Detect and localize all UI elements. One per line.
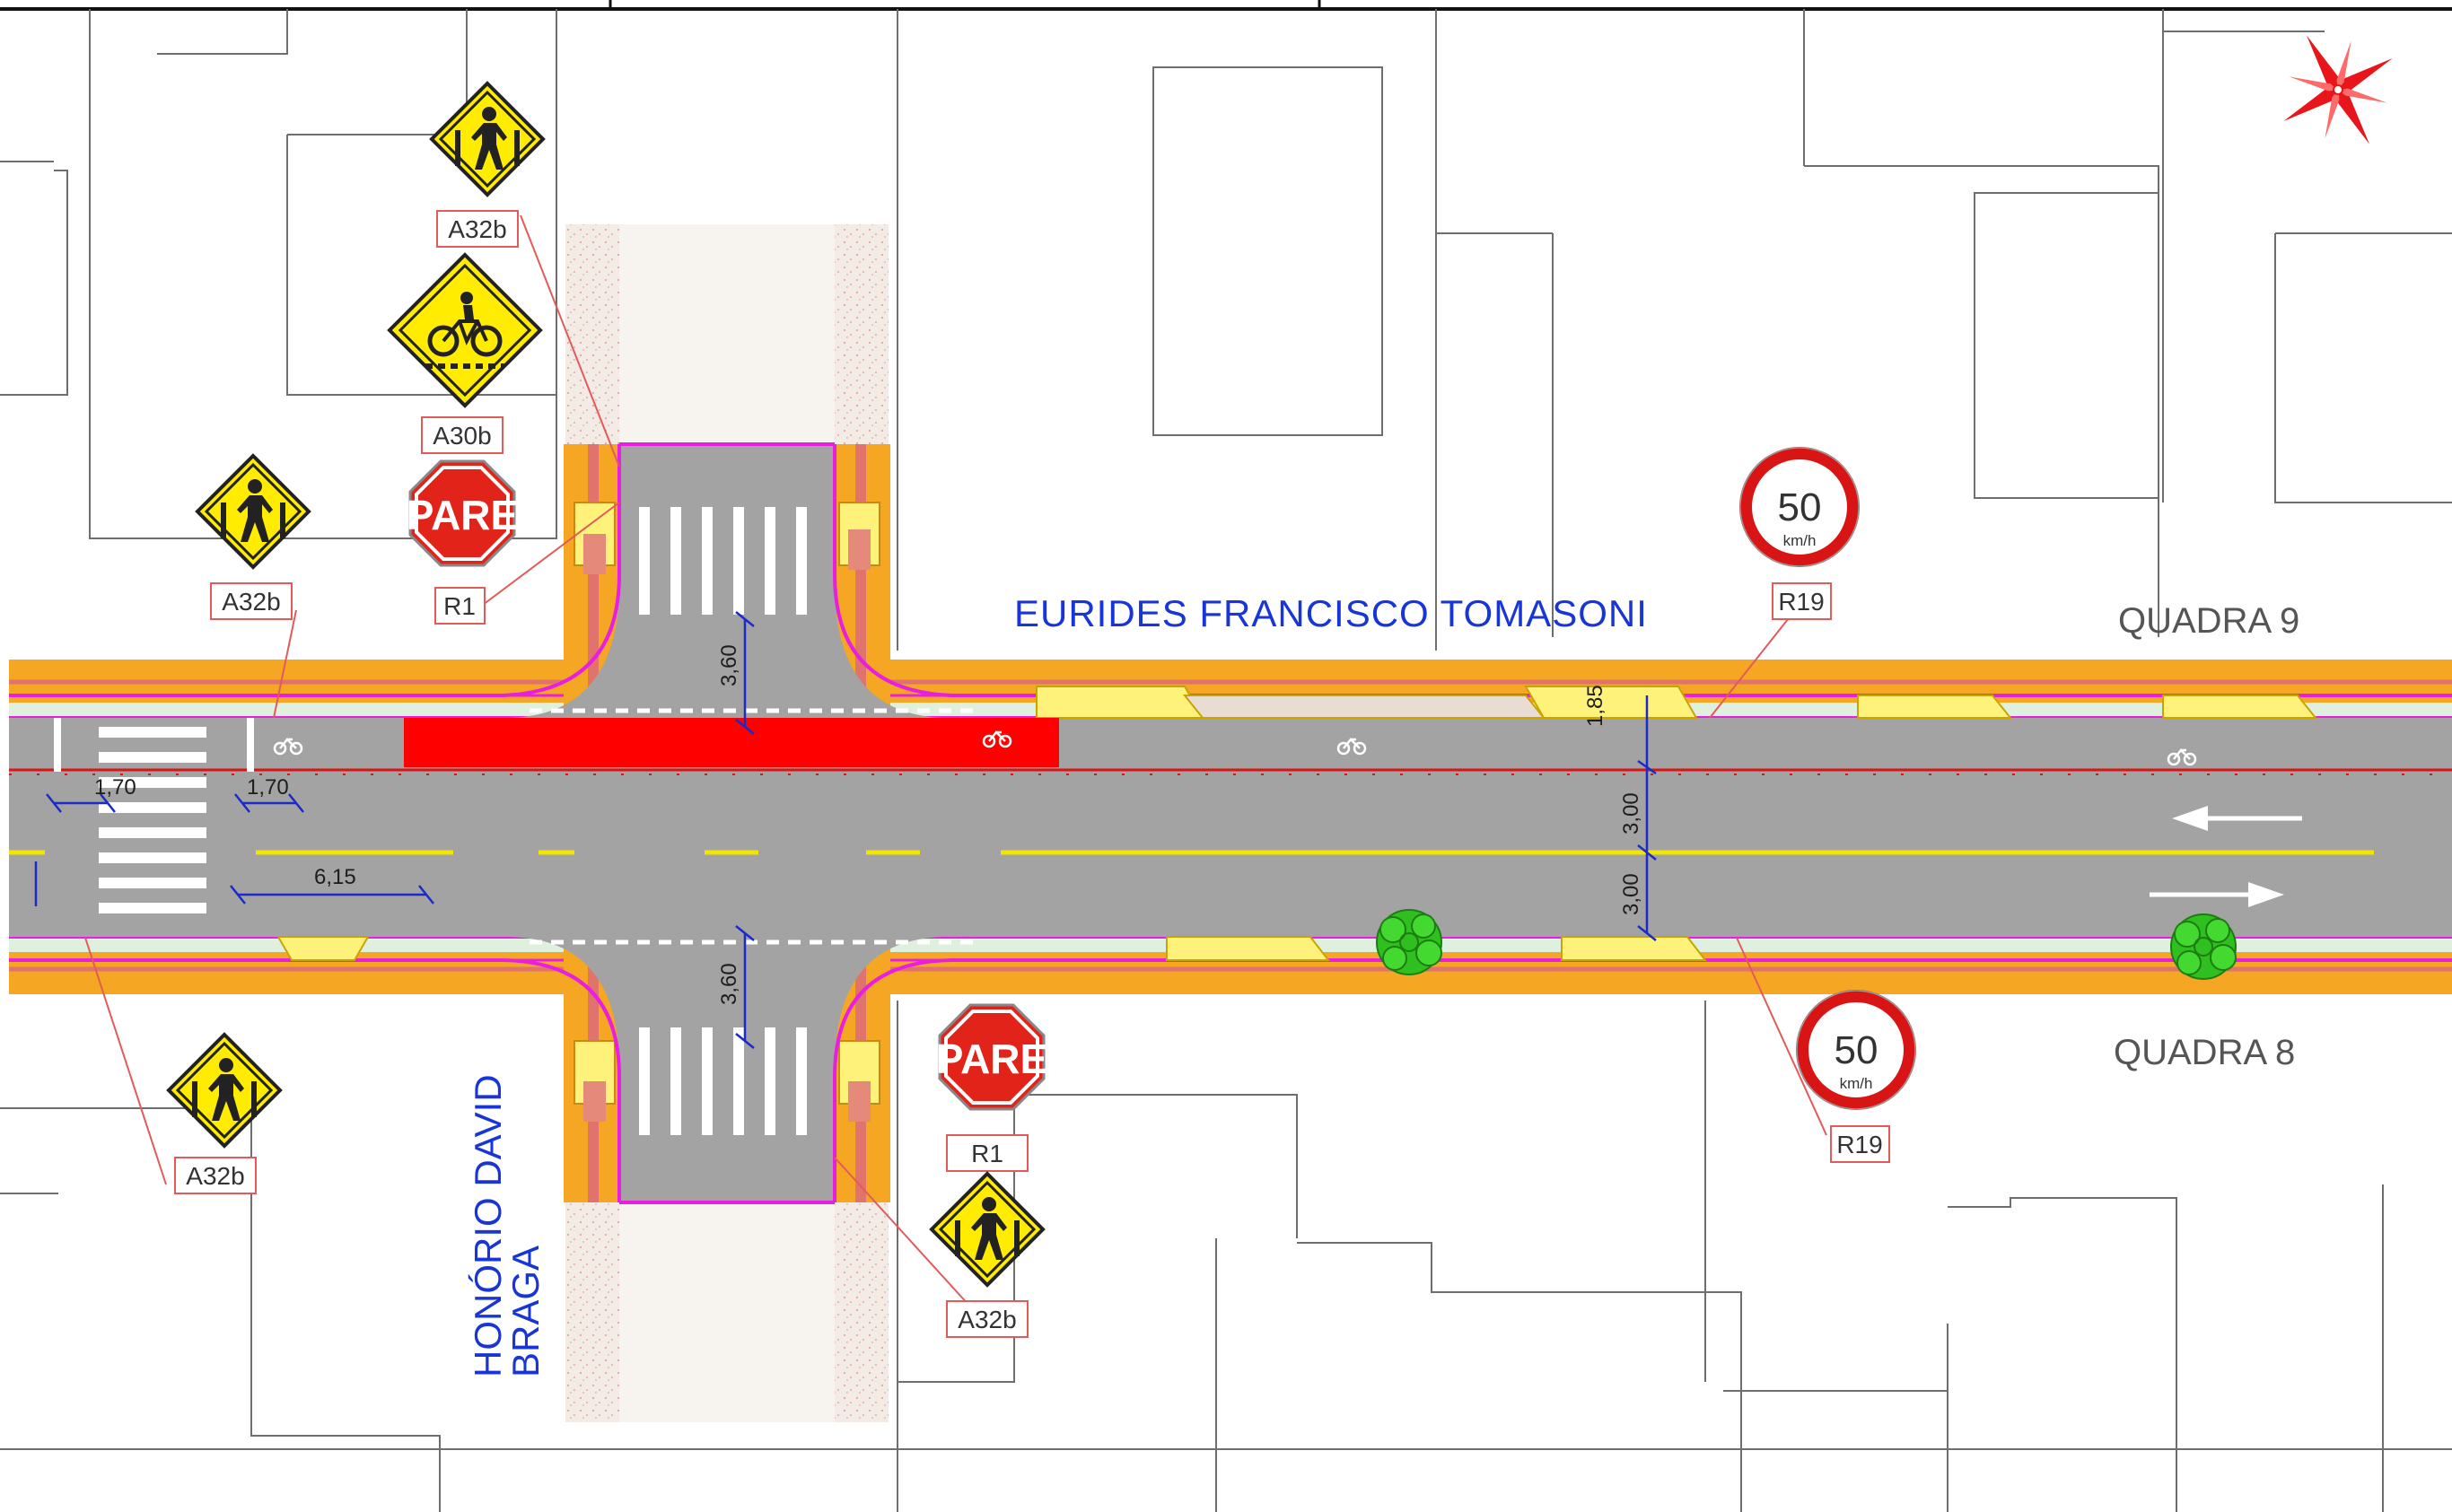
dimension-stop-offset: 6,15	[314, 865, 356, 889]
dimension-north-crossing: 3,60	[717, 644, 741, 686]
direction-arrow-icon	[2150, 882, 2284, 907]
curb-corners	[9, 442, 2452, 1204]
dimension-crosswalk-right: 1,70	[247, 775, 289, 800]
compass-rose-icon	[2283, 35, 2393, 144]
sign-code: A32b	[186, 1162, 244, 1190]
road-symbols	[273, 730, 2302, 907]
parking-bays	[276, 686, 2318, 961]
callout-boxes	[174, 210, 1890, 1338]
stop-sign-text: PARE	[936, 1036, 1047, 1082]
speed-value: 50	[1835, 1028, 1878, 1072]
dimension-lane-north: 3,00	[1619, 792, 1643, 835]
dimension-lines	[34, 611, 1657, 1049]
sign-code: R1	[443, 592, 476, 620]
tree-icon	[2170, 913, 2237, 980]
stop-lines	[530, 708, 978, 945]
dimension-lane-south: 3,00	[1619, 873, 1643, 915]
direction-arrow-icon	[2172, 806, 2302, 831]
sign-code: R19	[1836, 1131, 1882, 1158]
speed-value: 50	[1778, 485, 1822, 529]
block-south-label: QUADRA 8	[2114, 1033, 2295, 1072]
tree-icon	[1376, 909, 1442, 975]
cross-street-name-line2: BRAGA	[504, 1245, 547, 1377]
dimension-crosswalk-left: 1,70	[94, 775, 136, 800]
sign-code: A32b	[448, 215, 506, 243]
sign-code: R19	[1778, 588, 1824, 616]
main-street-name: EURIDES FRANCISCO TOMASONI	[1014, 592, 1648, 634]
dimension-south-crossing: 3,60	[717, 963, 741, 1005]
block-north-label: QUADRA 9	[2118, 601, 2299, 641]
cross-street-sidewalks	[565, 224, 889, 1422]
street-names: EURIDES FRANCISCO TOMASONI HONÓRIO DAVID…	[467, 592, 1648, 1377]
block-labels: QUADRA 9 QUADRA 8	[2114, 601, 2299, 1072]
sign-code: A32b	[958, 1306, 1016, 1333]
sign-code: A30b	[433, 422, 491, 450]
sign-code: R1	[971, 1140, 1003, 1167]
dimension-bike-lane: 1,85	[1583, 685, 1607, 727]
stop-sign-text: PARE	[407, 492, 518, 538]
leader-lines	[84, 214, 1827, 1307]
sign-code: A32b	[222, 588, 280, 616]
sign-texts: PARE PARE 50 km/h 50 km/h	[407, 485, 1878, 1092]
speed-unit: km/h	[1783, 532, 1817, 549]
crosswalks	[54, 507, 807, 1135]
sign-codes: A32b A30b A32b R1 A32b R1 A32b R19 R19	[186, 215, 1882, 1333]
bike-lane	[9, 718, 2452, 775]
speed-unit: km/h	[1840, 1075, 1873, 1092]
dimension-labels: 1,70 1,70 6,15 3,60 3,60 1,85 3,00 3,00	[94, 644, 1643, 1005]
cross-street-name-line1: HONÓRIO DAVID	[467, 1074, 509, 1377]
